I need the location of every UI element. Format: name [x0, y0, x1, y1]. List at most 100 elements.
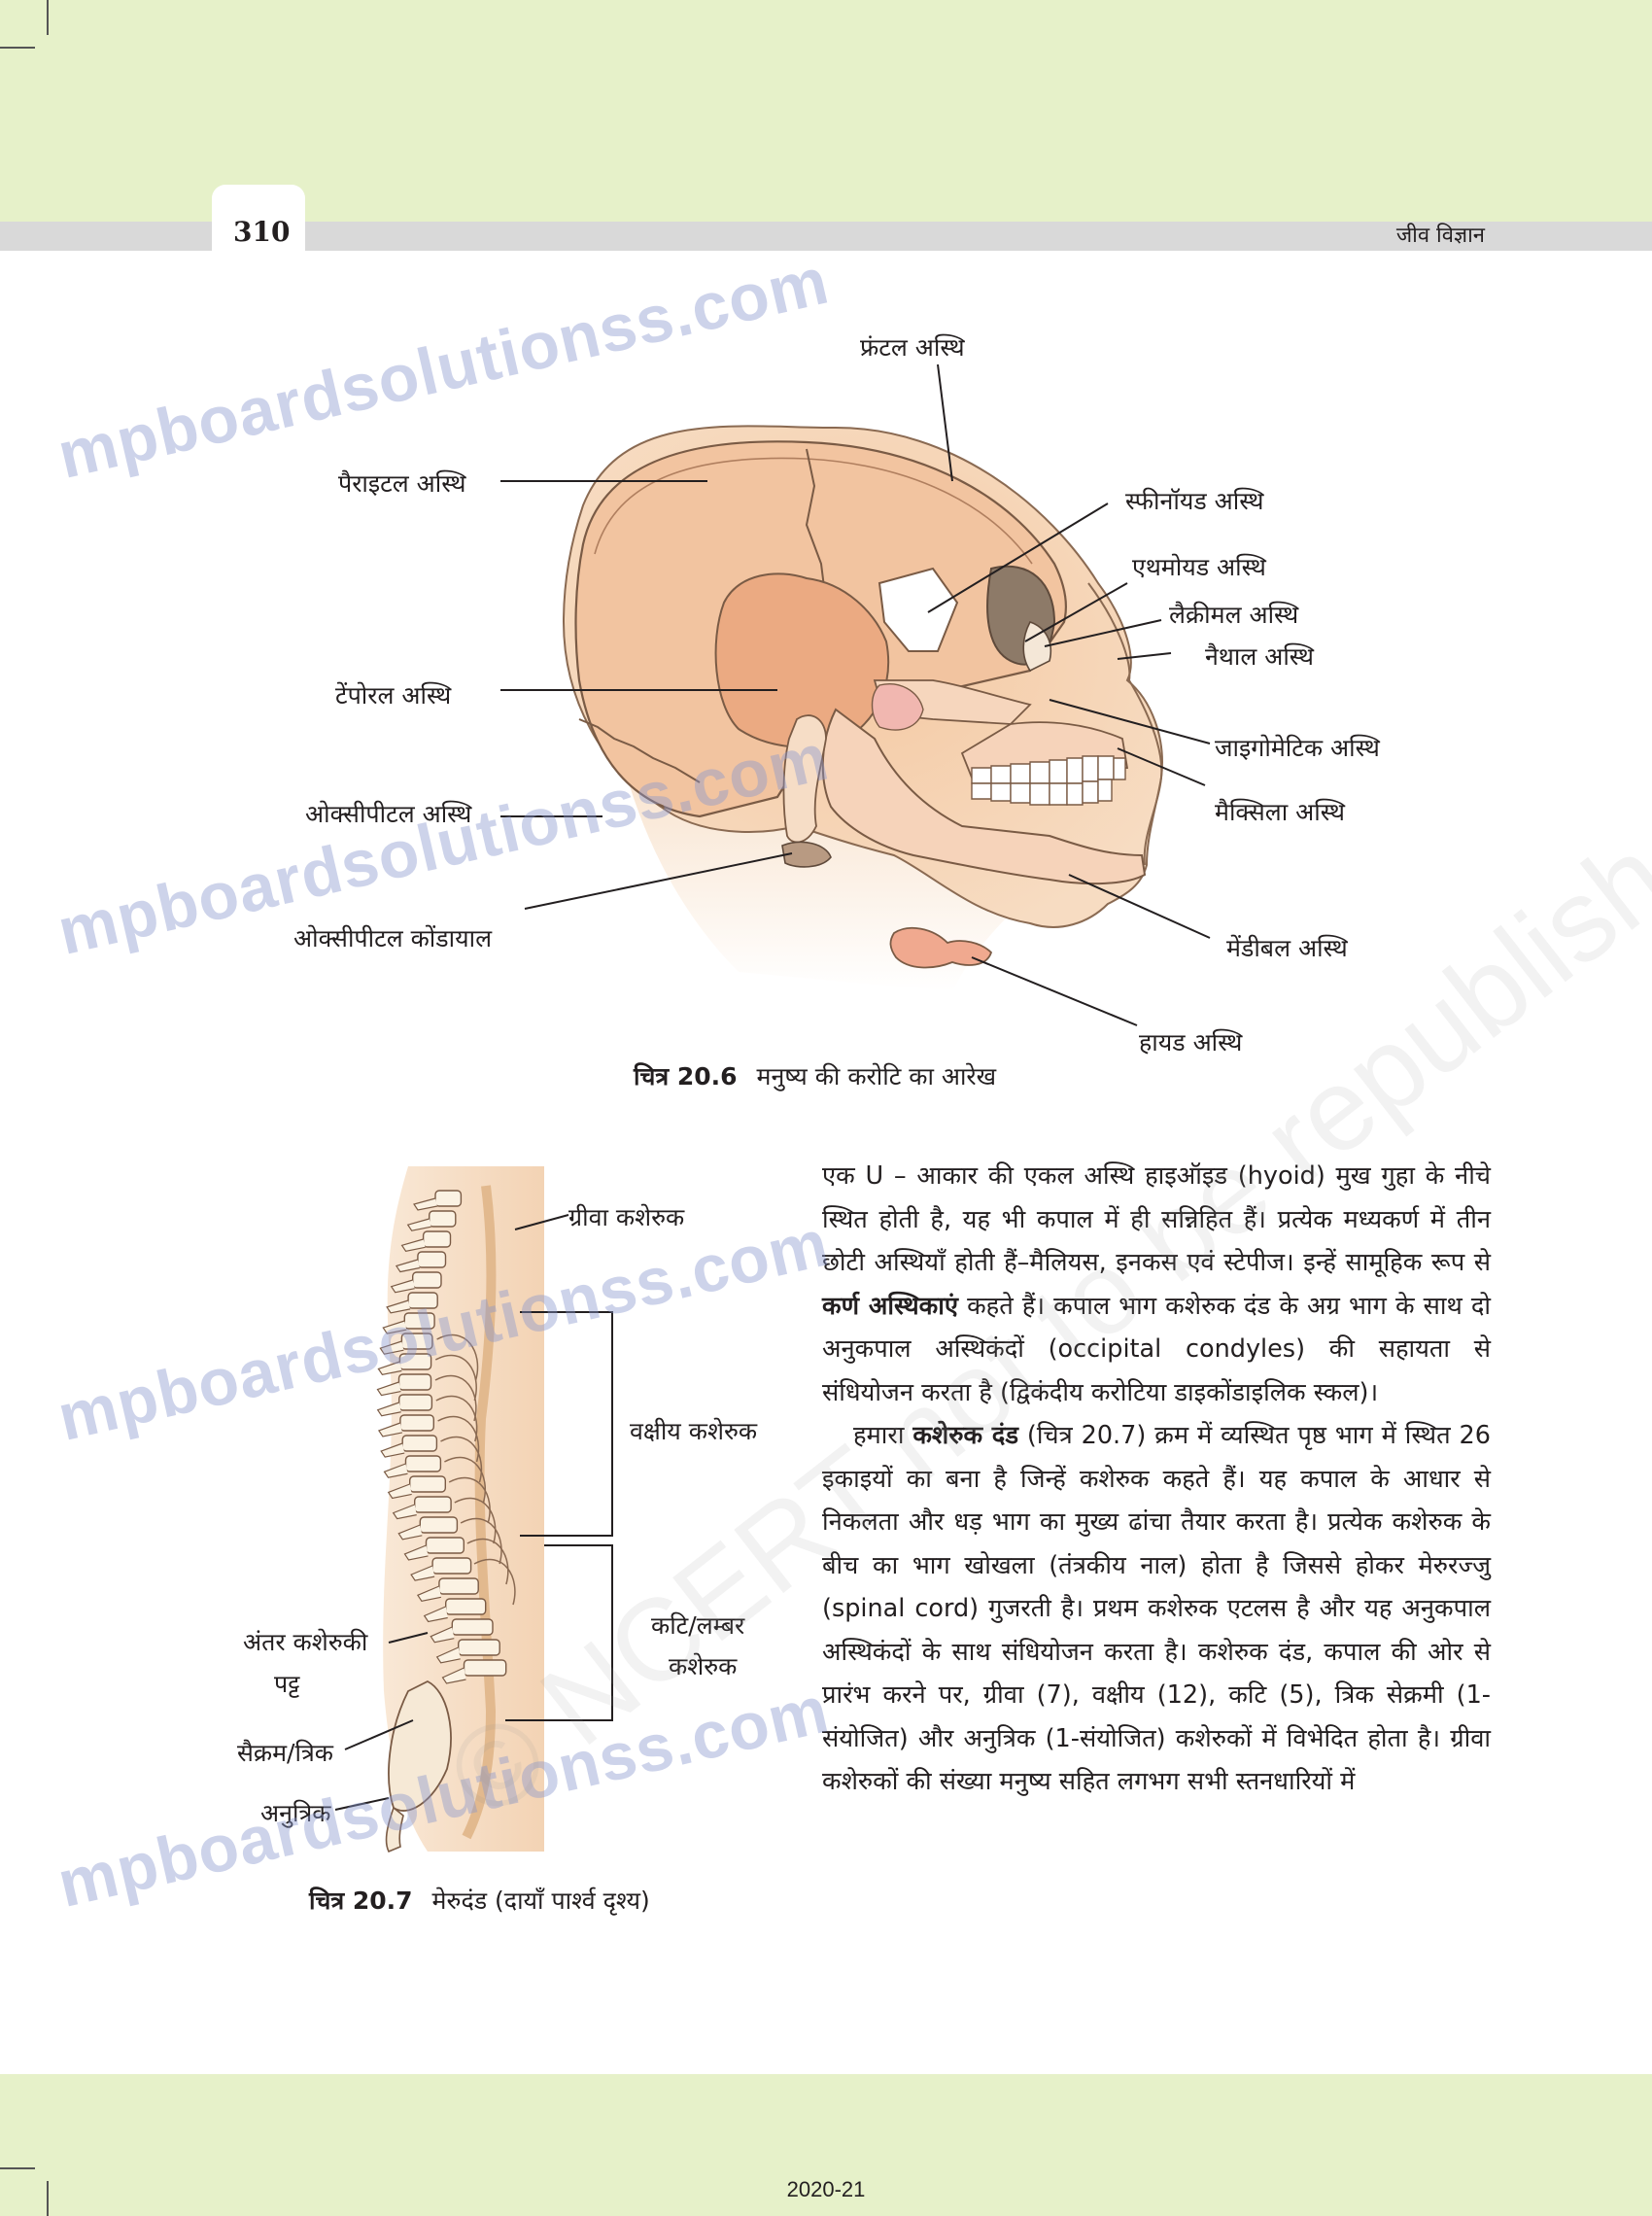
label-lacrimal-bone: लैक्रीमल अस्थि — [1169, 601, 1299, 629]
running-title: जीव विज्ञान — [1395, 224, 1485, 248]
rib — [444, 1456, 486, 1504]
skull-leader-lines — [500, 364, 1211, 1026]
body-text: एक U – आकार की एकल अस्थि हाइऑइड (hyoid) … — [822, 1155, 1491, 1804]
vertebra — [398, 1394, 433, 1411]
rib — [473, 1558, 516, 1606]
spinous-process — [423, 1606, 448, 1623]
crop-mark — [0, 47, 35, 49]
rib — [448, 1476, 491, 1524]
spinous-process — [379, 1340, 404, 1355]
vertebra — [422, 1230, 452, 1248]
spinous-process — [392, 1504, 417, 1520]
label-cervical-vertebrae: ग्रीवा कशेरुक — [568, 1203, 685, 1231]
label-coccyx: अनुत्रिक — [260, 1799, 331, 1827]
label-mandible-bone: मेंडीबल अस्थि — [1226, 934, 1348, 962]
crop-mark — [0, 2167, 35, 2169]
label-zygomatic-bone: जाइगोमेटिक अस्थि — [1215, 734, 1380, 762]
label-hyoid-bone: हायड अस्थि — [1139, 1028, 1243, 1056]
spinous-process — [380, 1442, 405, 1458]
spinous-process — [390, 1279, 415, 1294]
label-frontal-bone: फ्रंटल अस्थि — [860, 333, 965, 362]
label-maxilla-bone: मैक्सिला अस्थि — [1215, 798, 1345, 826]
rib — [434, 1374, 477, 1422]
sphenoid-bone — [878, 567, 959, 652]
label-temporal-bone: टेंपोरल अस्थि — [335, 681, 452, 710]
spinous-process — [400, 1238, 426, 1253]
vertebra — [414, 1496, 452, 1513]
bottom-band — [0, 2074, 1652, 2216]
label-disc-line1: अंतर कशेरुकी — [243, 1628, 368, 1656]
crop-mark — [47, 2181, 49, 2216]
spinous-process — [441, 1667, 466, 1684]
skull-illustration — [562, 425, 1163, 991]
mandible-bone — [821, 708, 1147, 885]
label-thoracic-vertebrae: वक्षीय कशेरुक — [630, 1417, 758, 1445]
spinous-process — [377, 1422, 403, 1437]
face-profile — [1087, 582, 1163, 866]
vertebra — [445, 1598, 487, 1615]
rib — [466, 1538, 509, 1585]
condyle-joint — [871, 683, 924, 731]
spinous-process — [387, 1483, 412, 1500]
vertebra — [417, 1251, 447, 1268]
rib — [434, 1354, 477, 1402]
caption-number: चित्र 20.7 — [309, 1887, 413, 1915]
label-parietal-bone: पैराइटल अस्थि — [338, 469, 466, 498]
spinous-process — [410, 1565, 435, 1581]
vertebra — [458, 1639, 500, 1656]
caption-text: मनुष्य की करोटि का आरेख — [756, 1062, 997, 1091]
term-ear-ossicles: कर्ण अस्थिकाएं — [822, 1291, 958, 1321]
coccyx — [385, 1806, 404, 1853]
paragraph-vertebral-column: हमारा कशेरुक दंड (चित्र 20.7) क्रम में व… — [822, 1421, 1491, 1796]
footer-year: 2020-21 — [786, 2177, 866, 2201]
spinous-process — [395, 1259, 421, 1273]
label-occipital-bone: ओक्सीपीटल अस्थि — [305, 800, 472, 828]
spinous-process — [377, 1361, 402, 1376]
vertebra — [434, 1190, 463, 1207]
rib — [460, 1517, 502, 1565]
spine-illustration — [376, 1166, 544, 1853]
vertebrae-column — [376, 1190, 507, 1684]
spinous-process — [435, 1646, 461, 1664]
upper-teeth — [971, 755, 1126, 784]
vertebra — [404, 1455, 442, 1472]
rib — [454, 1497, 497, 1544]
sacrum — [388, 1679, 452, 1812]
figure-20-7-caption: चित्र 20.7 मेरुदंड (दायाँ पार्श्व दृश्य) — [309, 1884, 650, 1917]
spinous-process — [416, 1585, 442, 1602]
cranium-inner-line — [594, 457, 1033, 565]
rib — [440, 1436, 483, 1483]
term-vertebral-column: कशेरुक दंड — [912, 1421, 1018, 1450]
vertebra — [451, 1618, 494, 1636]
vertebra — [412, 1271, 442, 1289]
vertebra — [463, 1659, 507, 1677]
caption-text: मेरुदंड (दायाँ पार्श्व दृश्य) — [431, 1887, 650, 1915]
page-number-tab — [212, 185, 305, 251]
ribs — [434, 1333, 516, 1606]
spinous-process — [376, 1402, 401, 1417]
label-nasal-bone: नैथाल अस्थि — [1205, 642, 1314, 671]
spine-leader-lines — [334, 1214, 613, 1811]
vertebra — [409, 1475, 447, 1493]
ear-bone — [782, 714, 827, 844]
vertebra — [399, 1414, 434, 1432]
vertebra — [419, 1516, 459, 1534]
spinal-canal — [462, 1185, 497, 1840]
label-lumbar-line2: कशेरुक — [669, 1652, 738, 1680]
crop-mark — [47, 0, 49, 35]
spinous-process — [376, 1381, 401, 1397]
lacrimal-bone — [1022, 621, 1051, 673]
spinous-process — [403, 1544, 429, 1561]
spinous-process — [430, 1626, 455, 1644]
spinous-process — [413, 1197, 438, 1211]
label-disc-line2: पट्ट — [274, 1670, 300, 1698]
label-occipital-condyle: ओक्सीपीटल कोंडायाल — [293, 924, 493, 952]
label-lumbar-line1: कटि/लम्बर — [651, 1611, 745, 1640]
lambdoid-suture — [578, 718, 701, 783]
rib — [436, 1333, 479, 1381]
lower-teeth — [971, 779, 1113, 806]
label-ethmoid-bone: एथमोयड अस्थि — [1132, 553, 1266, 581]
hyoid-bone — [889, 926, 993, 969]
vertebra — [425, 1537, 465, 1554]
